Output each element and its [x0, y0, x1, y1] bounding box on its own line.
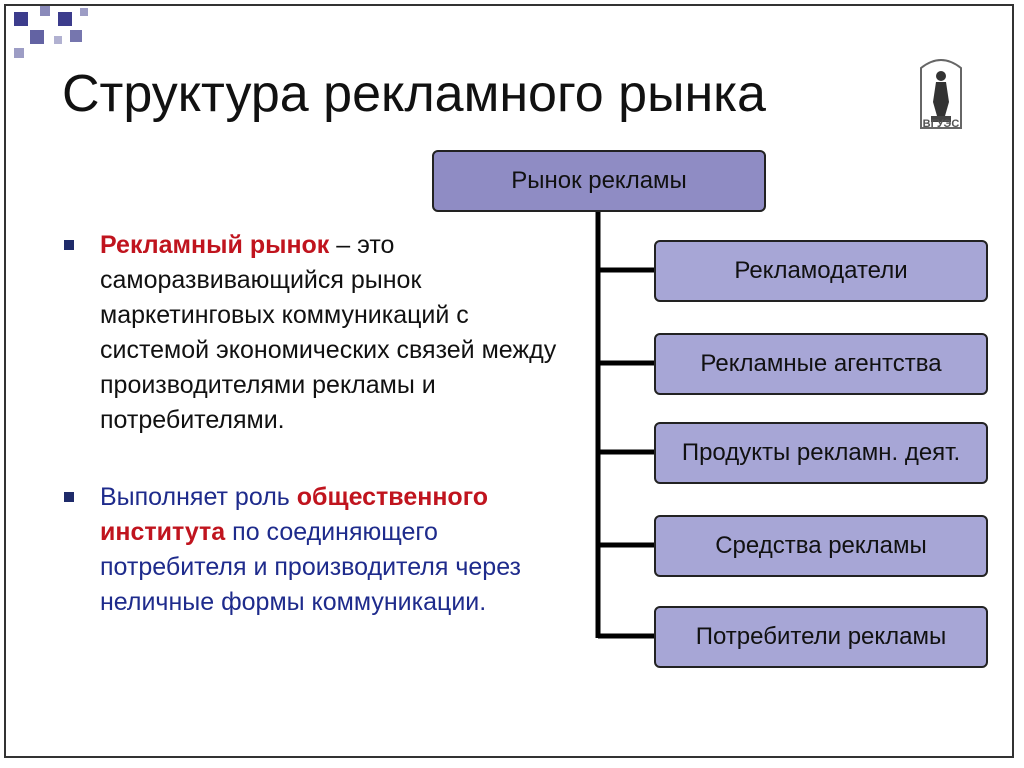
bullet-list: Рекламный рынок – это саморазвивающийся … — [64, 228, 584, 620]
child-node-media: Средства рекламы — [654, 515, 988, 577]
bullet-text-before: Выполняет роль — [100, 483, 297, 511]
child-node-products: Продукты рекламн. деят. — [654, 422, 988, 484]
bullet-definition: Рекламный рынок – это саморазвивающийся … — [64, 228, 584, 438]
bullet-highlight: Рекламный рынок — [100, 231, 330, 259]
square-bullet-icon — [64, 492, 74, 502]
bullet-highlight: общественного института — [100, 483, 489, 546]
slide-title: Структура рекламного рынка — [62, 65, 766, 123]
child-node-consumers: Потребители рекламы — [654, 606, 988, 668]
statue-logo-icon — [920, 59, 962, 129]
bullet-text: – это саморазвивающийся рынок маркетинго… — [100, 231, 557, 434]
bullet-role: Выполняет роль общественного института п… — [64, 480, 584, 620]
child-node-agencies: Рекламные агентства — [654, 333, 988, 395]
slide-frame — [4, 4, 1014, 758]
square-bullet-icon — [64, 240, 74, 250]
child-node-advertisers: Рекламодатели — [654, 240, 988, 302]
corner-decoration — [6, 6, 126, 76]
logo-caption: ВГУЭС — [922, 118, 960, 130]
bullet-text-after: по соединяющего потребителя и производит… — [100, 518, 522, 616]
root-node: Рынок рекламы — [432, 150, 766, 212]
